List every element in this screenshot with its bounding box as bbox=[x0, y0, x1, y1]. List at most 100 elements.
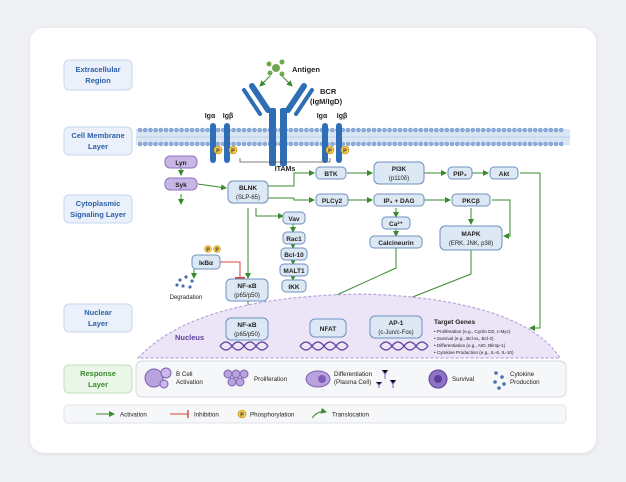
lipid-head bbox=[309, 141, 314, 147]
lipid-head bbox=[158, 127, 164, 133]
node-calcineurin: Calcineurin bbox=[369, 235, 423, 249]
node-btk: BTK bbox=[315, 166, 347, 180]
diagram-card: Extracellular Region Cell Membrane Layer… bbox=[30, 28, 596, 453]
node-ap1-line2: (c-Jun/c-Fos) bbox=[378, 330, 413, 336]
layer-cytoplasmic-line1: Cytoplasmic bbox=[76, 199, 121, 208]
lipid-head bbox=[397, 127, 403, 133]
lipid-head bbox=[527, 127, 533, 133]
node-syk-label: Syk bbox=[175, 182, 187, 189]
lipid-head bbox=[314, 127, 319, 133]
lipid-head bbox=[179, 127, 184, 133]
lipid-head bbox=[371, 127, 377, 133]
node-mapk-line2: (ERK, JNK, p38) bbox=[449, 241, 493, 247]
lipid-head bbox=[413, 127, 418, 133]
itams-bracket: ITAMs bbox=[239, 158, 331, 173]
node-calcineurin-label: Calcineurin bbox=[378, 240, 413, 247]
lipid-head bbox=[257, 141, 262, 147]
layer-response-line1: Response bbox=[80, 369, 116, 378]
lipid-head bbox=[392, 141, 397, 147]
lipid-head bbox=[470, 127, 475, 133]
legend-phospho-icon bbox=[237, 409, 247, 419]
layer-membrane: Cell Membrane Layer bbox=[63, 126, 133, 156]
lipid-head bbox=[439, 127, 444, 133]
target-genes: Target Genes • Proliferation (e.g., Cycl… bbox=[434, 319, 514, 355]
lipid-head bbox=[486, 141, 491, 147]
iga-right-label: Igα bbox=[317, 113, 328, 120]
lipid-head bbox=[455, 141, 460, 147]
node-nfkb-cyto-line2: (p65/p50) bbox=[234, 293, 260, 299]
node-ap1-line1: AP-1 bbox=[389, 320, 404, 327]
node-bcl10-label: Bcl-10 bbox=[284, 252, 304, 259]
node-blnk-line1: BLNK bbox=[239, 185, 257, 192]
lipid-head bbox=[288, 141, 293, 147]
lipid-head bbox=[533, 127, 538, 133]
target-genes-title: Target Genes bbox=[434, 319, 475, 326]
node-rac1-label: Rac1 bbox=[286, 236, 302, 243]
node-ca-label: Ca²⁺ bbox=[389, 221, 403, 228]
lipid-head bbox=[387, 141, 392, 147]
lipid-head bbox=[423, 141, 429, 147]
lipid-head bbox=[189, 141, 195, 147]
ig-alpha-beta-right: Igα Igβ bbox=[317, 113, 348, 163]
lipid-head bbox=[548, 127, 553, 133]
node-ap1: AP-1 (c-Jun/c-Fos) bbox=[369, 315, 423, 339]
legend-activation: Activation bbox=[120, 412, 147, 419]
lipid-head bbox=[507, 141, 512, 147]
lipid-head bbox=[252, 127, 257, 133]
lipid-head bbox=[408, 141, 413, 147]
node-btk-label: BTK bbox=[324, 171, 338, 178]
node-syk: Syk bbox=[164, 177, 198, 191]
lipid-head bbox=[543, 141, 548, 147]
node-ca: Ca²⁺ bbox=[381, 216, 411, 230]
itams-label: ITAMs bbox=[275, 166, 296, 173]
phospho-p-4: P bbox=[343, 149, 347, 155]
lipid-head bbox=[455, 127, 460, 133]
lipid-head bbox=[246, 141, 252, 147]
lipid-head bbox=[418, 127, 423, 133]
phospho-p-1: P bbox=[216, 149, 220, 155]
lipid-head bbox=[449, 141, 455, 147]
lipid-head bbox=[179, 141, 184, 147]
inhibition-arrow bbox=[220, 261, 245, 279]
node-pip3: PIP₃ bbox=[447, 166, 473, 180]
lipid-head bbox=[174, 127, 179, 133]
lipid-head bbox=[163, 141, 169, 147]
lipid-head bbox=[194, 141, 200, 147]
lipid-head bbox=[142, 141, 148, 147]
lipid-head bbox=[366, 141, 371, 147]
proliferation-icon bbox=[223, 369, 249, 387]
lipid-head bbox=[449, 127, 455, 133]
node-malt1-label: MALT1 bbox=[283, 268, 305, 275]
lipid-head bbox=[236, 141, 242, 147]
lipid-head bbox=[507, 127, 512, 133]
lipid-head bbox=[423, 127, 429, 133]
layer-nuclear-line1: Nuclear bbox=[84, 308, 112, 317]
lipid-head bbox=[168, 127, 174, 133]
phospho-p-3: P bbox=[328, 149, 332, 155]
lipid-head bbox=[330, 127, 335, 133]
lipid-head bbox=[299, 141, 304, 147]
node-pkcb: PKCβ bbox=[451, 193, 491, 207]
lipid-head bbox=[262, 141, 268, 147]
legend-inhibition: Inhibition bbox=[194, 412, 219, 419]
lipid-head bbox=[330, 141, 335, 147]
lipid-head bbox=[356, 127, 361, 133]
node-lyn: Lyn bbox=[164, 155, 198, 169]
legend-translocation: Translocation bbox=[332, 412, 369, 419]
node-ip3dag-label: IP₃ + DAG bbox=[384, 198, 415, 205]
lipid-head bbox=[512, 127, 517, 133]
lipid-head bbox=[246, 127, 252, 133]
lipid-head bbox=[538, 141, 543, 147]
lipid-head bbox=[460, 127, 465, 133]
lipid-head bbox=[361, 141, 366, 147]
node-nfkb-cyto-line1: NF-κB bbox=[237, 283, 256, 290]
node-ikk-label: IKK bbox=[288, 284, 300, 291]
lipid-head bbox=[460, 141, 465, 147]
node-plcg2: PLCγ2 bbox=[315, 193, 349, 207]
lipid-head bbox=[553, 141, 559, 147]
node-bcl10: Bcl-10 bbox=[280, 247, 308, 261]
lipid-head bbox=[496, 141, 501, 147]
lipid-head bbox=[403, 127, 408, 133]
lipid-head bbox=[314, 141, 319, 147]
node-pip3-label: PIP₃ bbox=[453, 171, 466, 178]
